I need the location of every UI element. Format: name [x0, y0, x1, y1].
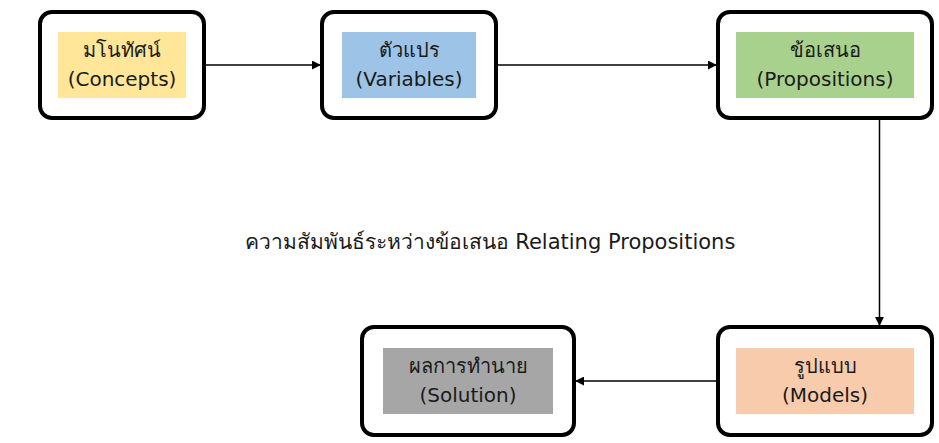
colored-panel: ข้อเสนอ(Propositions)	[736, 32, 914, 98]
colored-panel: ตัวแปร(Variables)	[342, 32, 476, 98]
relation-label: ความสัมพันธ์ระหว่างข้อเสนอ Relating Prop…	[242, 225, 739, 258]
colored-panel: มโนทัศน์(Concepts)	[58, 32, 187, 98]
concept-box: ข้อเสนอ(Propositions)	[716, 10, 934, 120]
flow-arrow	[576, 380, 716, 382]
english-term: (Concepts)	[68, 65, 177, 94]
thai-term: มโนทัศน์	[83, 36, 161, 65]
concept-box: มโนทัศน์(Concepts)	[38, 10, 206, 120]
flow-arrow	[498, 64, 716, 66]
colored-panel: รูปแบบ(Models)	[736, 348, 914, 414]
flow-arrow	[206, 64, 320, 66]
thai-term: รูปแบบ	[794, 352, 857, 381]
english-term: (Models)	[782, 381, 868, 410]
thai-term: ผลการทำนาย	[409, 352, 528, 381]
thai-term: ตัวแปร	[379, 36, 440, 65]
english-term: (Propositions)	[757, 65, 894, 94]
flow-arrow	[879, 120, 881, 325]
thai-term: ข้อเสนอ	[790, 36, 861, 65]
concept-box: ผลการทำนาย(Solution)	[360, 325, 576, 437]
english-term: (Solution)	[419, 381, 516, 410]
concept-box: รูปแบบ(Models)	[716, 325, 934, 437]
concept-box: ตัวแปร(Variables)	[320, 10, 498, 120]
colored-panel: ผลการทำนาย(Solution)	[383, 348, 553, 414]
english-term: (Variables)	[355, 65, 462, 94]
